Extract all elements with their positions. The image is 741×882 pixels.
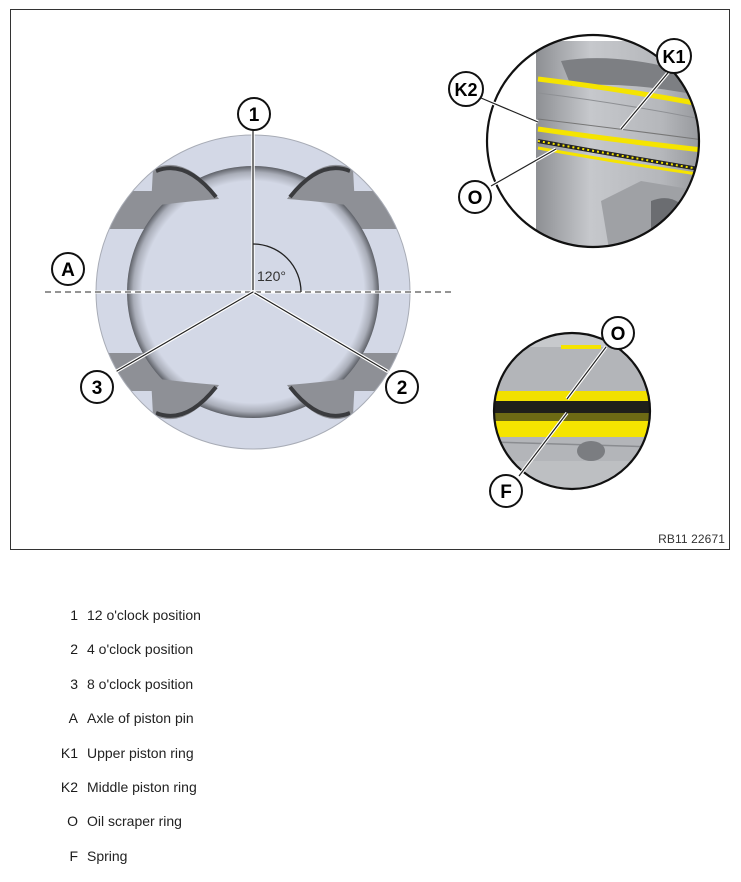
callout-A: A: [51, 252, 85, 286]
legend-item: A Axle of piston pin: [50, 710, 201, 744]
legend-key: 1: [70, 607, 78, 623]
callout-1: 1: [237, 97, 271, 131]
legend-text: 4 o'clock position: [87, 641, 194, 658]
svg-text:K1: K1: [662, 47, 685, 67]
legend-item: K1 Upper piston ring: [50, 745, 201, 779]
figure-id: RB11 22671: [658, 532, 725, 546]
svg-text:F: F: [500, 482, 512, 503]
legend-text: Spring: [87, 847, 128, 864]
legend-key: A: [68, 710, 78, 727]
svg-text:1: 1: [249, 105, 260, 126]
callout-3: 3: [80, 370, 114, 404]
svg-text:K2: K2: [454, 80, 477, 100]
legend-key: 2: [70, 641, 78, 658]
legend-item: F Spring: [50, 848, 201, 882]
legend-text: 8 o'clock position: [87, 675, 194, 692]
legend-text: Oil scraper ring: [87, 813, 182, 830]
callout-2: 2: [385, 370, 419, 404]
svg-text:3: 3: [92, 378, 103, 399]
legend-key: 3: [70, 675, 78, 692]
legend: 1 12 o'clock position 2 4 o'clock positi…: [50, 607, 201, 882]
legend-item: 3 8 o'clock position: [50, 676, 201, 710]
legend-key: F: [69, 847, 78, 864]
legend-item: 2 4 o'clock position: [50, 641, 201, 675]
angle-label: 120°: [257, 268, 286, 284]
svg-text:A: A: [61, 260, 75, 281]
scraper-spring-detail-view: [492, 331, 652, 491]
legend-key: K2: [60, 778, 78, 795]
callout-K1: K1: [656, 38, 692, 74]
callout-F: F: [489, 474, 523, 508]
legend-text: 12 o'clock position: [87, 607, 201, 623]
svg-text:O: O: [468, 188, 483, 209]
legend-item: K2 Middle piston ring: [50, 779, 201, 813]
legend-key: O: [67, 813, 78, 830]
legend-text: Upper piston ring: [87, 744, 194, 761]
legend-item: O Oil scraper ring: [50, 813, 201, 847]
callout-K2: K2: [448, 71, 484, 107]
piston-top-view: [45, 125, 453, 450]
legend-text: Middle piston ring: [87, 778, 197, 795]
piston-ring-diagram: 120° 1 2 3 A: [10, 9, 730, 550]
callout-O-top: O: [458, 180, 492, 214]
svg-text:O: O: [611, 324, 626, 345]
callout-O-bottom: O: [601, 316, 635, 350]
svg-text:2: 2: [397, 378, 408, 399]
legend-item: 1 12 o'clock position: [50, 607, 201, 641]
legend-key: K1: [60, 744, 78, 761]
legend-text: Axle of piston pin: [87, 710, 194, 727]
diagram-illustration: 120° 1 2 3 A: [45, 33, 701, 508]
